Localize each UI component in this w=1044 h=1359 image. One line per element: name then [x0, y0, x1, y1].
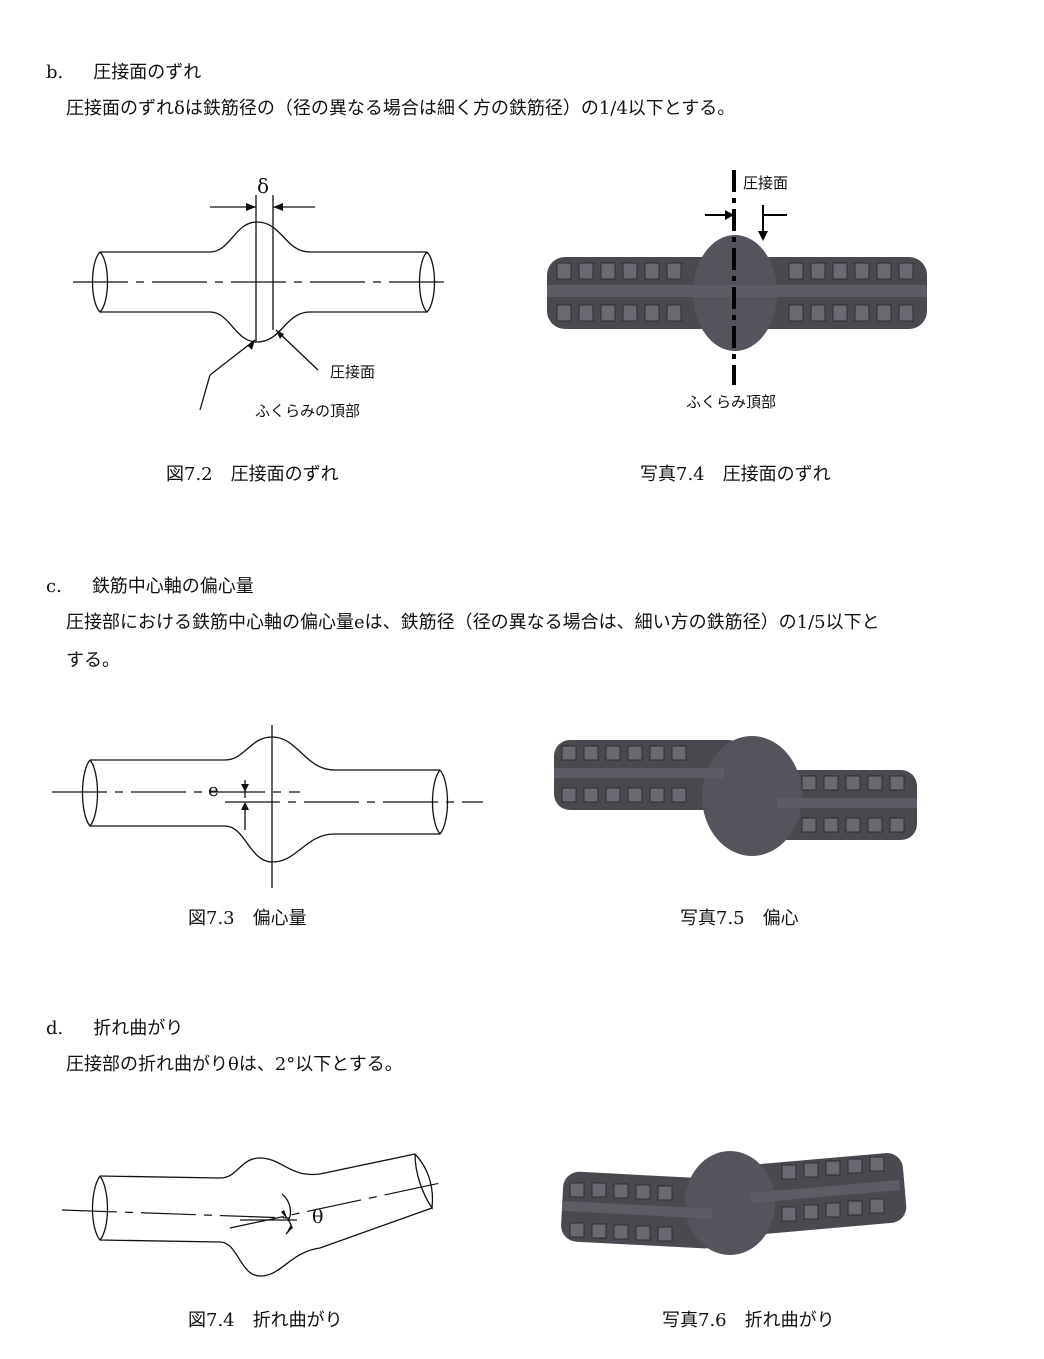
photo-7-5-image — [554, 736, 917, 856]
figure-7-2-caption: 図7.2 圧接面のずれ — [166, 464, 339, 485]
section-b-heading: b. 圧接面のずれ — [46, 58, 201, 84]
bar-end-right — [418, 251, 436, 313]
photo-7-6-caption: 写真7.6 折れ曲がり — [662, 1310, 835, 1331]
figure-7-3-caption: 図7.3 偏心量 — [188, 908, 307, 929]
bulge-top-label: ふくらみの頂部 — [255, 402, 361, 420]
bar-outline-top — [99, 1153, 416, 1179]
bar-outline-top — [90, 736, 440, 771]
section-c-text-line-2: する。 — [66, 650, 120, 671]
section-d-marker: d. — [46, 1018, 64, 1039]
e-label: e — [208, 780, 219, 801]
section-c-text-line-1: 圧接部における鉄筋中心軸の偏心量eは、鉄筋径（径の異なる場合は、細い方の鉄筋径）… — [66, 612, 880, 633]
figure-7-4-diagram — [61, 1153, 446, 1277]
axis-right — [229, 1181, 446, 1229]
axis-left — [61, 1209, 291, 1219]
bar-outline-top — [100, 221, 427, 253]
surface-leader — [275, 329, 319, 371]
section-d-title: 折れ曲がり — [93, 1018, 184, 1039]
delta-label: δ — [257, 174, 270, 198]
theta-label: θ — [312, 1206, 324, 1228]
bar-outline-bottom — [99, 1207, 433, 1277]
bulge-leader — [209, 339, 256, 376]
section-b-marker: b. — [46, 62, 64, 83]
section-d-heading: d. 折れ曲がり — [46, 1014, 183, 1040]
figure-7-3-diagram — [52, 725, 483, 888]
section-b-title: 圧接面のずれ — [93, 62, 202, 83]
surface-label: 圧接面 — [330, 363, 376, 381]
section-b-text: 圧接面のずれδは鉄筋径の（径の異なる場合は細く方の鉄筋径）の1/4以下とする。 — [66, 98, 736, 119]
section-c-heading: c. 鉄筋中心軸の偏心量 — [46, 572, 254, 598]
section-c-title: 鉄筋中心軸の偏心量 — [91, 576, 254, 597]
photo-7-4-image — [547, 170, 927, 385]
photo-7-4-caption: 写真7.4 圧接面のずれ — [640, 464, 831, 485]
figure-7-2-diagram — [73, 195, 452, 411]
photo-surface-label: 圧接面 — [743, 174, 789, 192]
section-c-marker: c. — [46, 576, 62, 597]
bar-outline-bottom — [90, 825, 440, 863]
photo-bulge-top-label: ふくらみ頂部 — [686, 393, 777, 411]
section-d-text: 圧接部の折れ曲がりθは、2°以下とする。 — [66, 1054, 403, 1075]
photo-7-5-caption: 写真7.5 偏心 — [680, 908, 799, 929]
bar-end-left — [91, 251, 109, 313]
photo-7-6-image — [561, 1151, 907, 1255]
bar-outline-bottom — [100, 311, 427, 343]
figure-7-4-caption: 図7.4 折れ曲がり — [188, 1310, 343, 1331]
